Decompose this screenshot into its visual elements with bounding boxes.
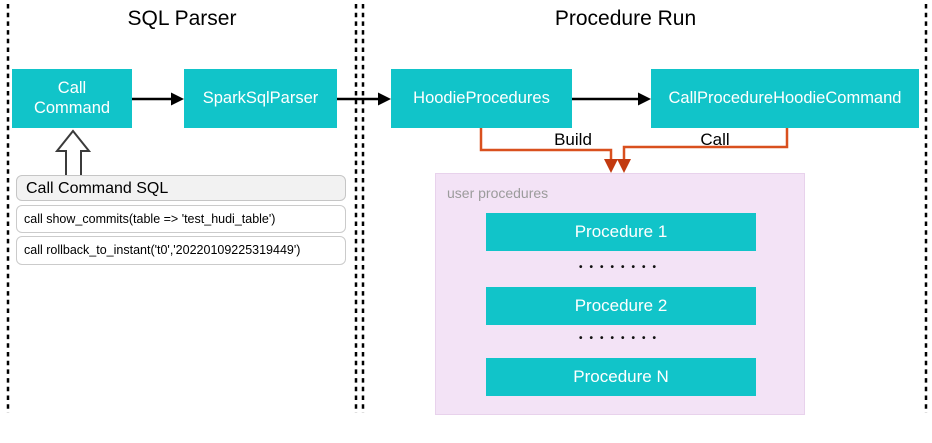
- procedure-ellipsis-2: ••••••••: [578, 333, 663, 344]
- arrow-hoodieprocedures-to-callprocedure: [572, 92, 651, 106]
- section-title-sql-parser: SQL Parser: [127, 7, 237, 30]
- connector-call: [617, 128, 789, 173]
- node-callprocedurehoodiecommand: CallProcedureHoodieCommand: [651, 69, 919, 128]
- user-procedures-label: user procedures: [447, 185, 549, 201]
- node-procedure-n: Procedure N: [486, 358, 756, 396]
- sql-example-row-1: call show_commits(table => 'test_hudi_ta…: [16, 205, 346, 233]
- node-call-command: Call Command: [12, 69, 132, 128]
- node-call-command-line2: Command: [33, 98, 111, 117]
- arrow-callcommand-to-sparksqlparser: [132, 92, 184, 106]
- sql-example-row-2: call rollback_to_instant('t0','202201092…: [16, 236, 346, 265]
- edge-label-call: Call: [700, 130, 730, 149]
- node-call-command-line1: Call: [57, 78, 87, 97]
- edge-label-build: Build: [554, 130, 592, 149]
- node-sparksqlparser: SparkSqlParser: [184, 69, 337, 128]
- sql-panel-title: Call Command SQL: [16, 175, 346, 201]
- user-procedures-container: user procedures Procedure 1 •••••••• Pro…: [435, 173, 805, 415]
- node-hoodieprocedures: HoodieProcedures: [391, 69, 572, 128]
- procedure-ellipsis-1: ••••••••: [578, 262, 663, 273]
- node-procedure-1: Procedure 1: [486, 213, 756, 251]
- section-title-procedure-run: Procedure Run: [554, 7, 697, 30]
- arrow-sparksqlparser-to-hoodieprocedures: [337, 92, 391, 106]
- node-procedure-2: Procedure 2: [486, 287, 756, 325]
- hollow-up-arrow: [54, 129, 92, 177]
- connector-build: [479, 128, 618, 173]
